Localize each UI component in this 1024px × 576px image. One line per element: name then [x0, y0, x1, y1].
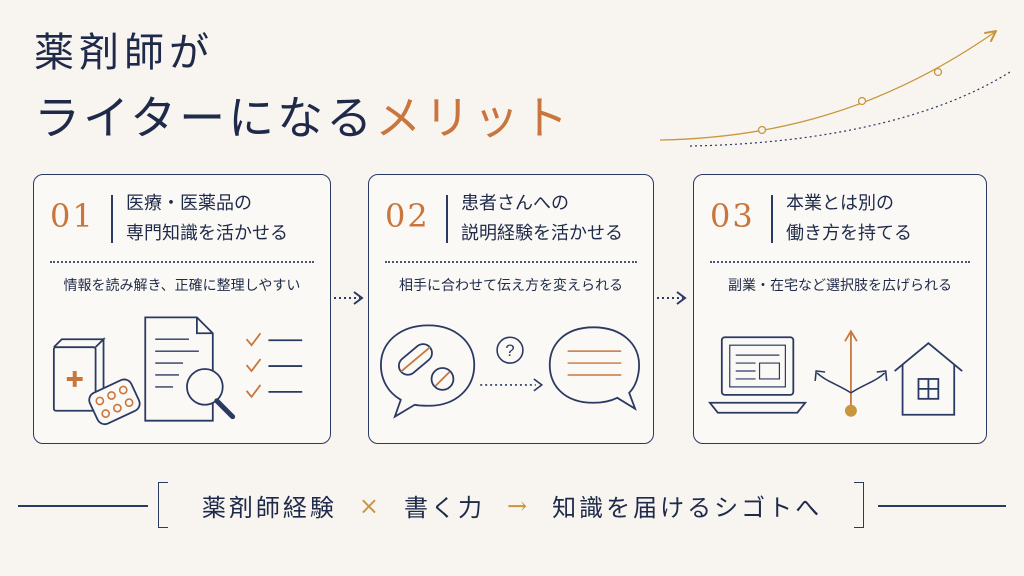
title-accent-text: メリット — [375, 91, 572, 145]
flow-arrow-icon — [334, 291, 364, 305]
arrow-head-icon — [984, 30, 997, 42]
dotted-arrow-icon — [480, 378, 544, 392]
card-divider — [111, 195, 113, 243]
card-divider — [446, 195, 448, 243]
bracket-right — [854, 482, 864, 528]
laptop-icon — [708, 336, 808, 414]
curve-node-icon — [933, 67, 943, 77]
card-heading: 患者さんへの 説明経験を活かせる — [461, 189, 623, 249]
card-number: 01 — [50, 197, 95, 235]
question-icon: ? — [496, 336, 524, 364]
card-divider — [771, 195, 773, 243]
card-heading-line-2: 働き方を持てる — [786, 223, 912, 244]
card-number: 03 — [710, 197, 755, 235]
summary-term-knowledge-work: 知識を届けるシゴトへ — [552, 494, 823, 522]
bracket-left — [158, 482, 168, 528]
pill-speech-bubble-icon — [380, 324, 476, 419]
card-heading: 医療・医薬品の 専門知識を活かせる — [126, 189, 288, 249]
card-illustration: ? — [380, 324, 640, 419]
right-arrow-icon: → — [507, 491, 531, 520]
card-heading-line-1: 患者さんへの — [461, 193, 569, 214]
title-line-2: ライターになるメリット — [34, 86, 571, 150]
card-subtitle: 副業・在宅など選択肢を広げられる — [728, 278, 952, 294]
card-specialized-knowledge: 01 医療・医薬品の 専門知識を活かせる 情報を読み解き、正確に整理しやすい — [33, 174, 331, 444]
pill-blister-icon — [88, 378, 141, 426]
summary-term-pharmacist-experience: 薬剤師経験 — [201, 494, 337, 522]
title-line-1: 薬剤師が — [34, 30, 214, 76]
page-title: 薬剤師が ライターになるメリット — [34, 26, 571, 150]
summary-line-left — [18, 505, 148, 507]
card-subtitle: 情報を読み解き、正確に整理しやすい — [63, 278, 301, 294]
card-heading: 本業とは別の 働き方を持てる — [786, 189, 912, 249]
dotted-separator — [710, 261, 970, 263]
growth-curve-decoration — [659, 30, 1011, 147]
card-heading-line-2: 専門知識を活かせる — [126, 223, 288, 244]
svg-text:?: ? — [505, 341, 514, 360]
dotted-separator — [385, 261, 637, 263]
medicine-box-icon — [52, 337, 106, 412]
curve-node-icon — [857, 96, 867, 106]
card-number: 02 — [385, 197, 430, 235]
curve-node-icon — [757, 125, 767, 135]
house-icon — [894, 342, 963, 416]
summary-line-right — [878, 505, 1006, 507]
title-main-text: ライターになる — [34, 91, 376, 145]
branching-arrows-icon — [814, 329, 888, 417]
card-heading-line-2: 説明経験を活かせる — [461, 223, 623, 244]
dotted-separator — [50, 261, 314, 263]
card-explanation-experience: 02 患者さんへの 説明経験を活かせる 相手に合わせて伝え方を変えられる ? — [368, 174, 654, 444]
card-subtitle: 相手に合わせて伝え方を変えられる — [399, 278, 623, 294]
checklist-icon — [245, 332, 303, 399]
card-illustration — [708, 329, 963, 417]
flow-arrow-icon — [657, 291, 687, 305]
summary-term-writing-skill: 書く力 — [404, 494, 485, 522]
card-heading-line-1: 医療・医薬品の — [126, 193, 252, 214]
summary-formula: 薬剤師経験 × 書く力 → 知識を届けるシゴトへ — [180, 488, 844, 523]
times-icon: × — [358, 491, 382, 520]
card-heading-line-1: 本業とは別の — [786, 193, 894, 214]
card-alternative-workstyle: 03 本業とは別の 働き方を持てる 副業・在宅など選択肢を広げられる — [693, 174, 987, 444]
text-speech-bubble-icon — [548, 326, 640, 411]
summary-banner: 薬剤師経験 × 書く力 → 知識を届けるシゴトへ — [0, 478, 1024, 534]
document-magnifier-icon — [144, 316, 236, 422]
card-illustration — [52, 316, 303, 426]
